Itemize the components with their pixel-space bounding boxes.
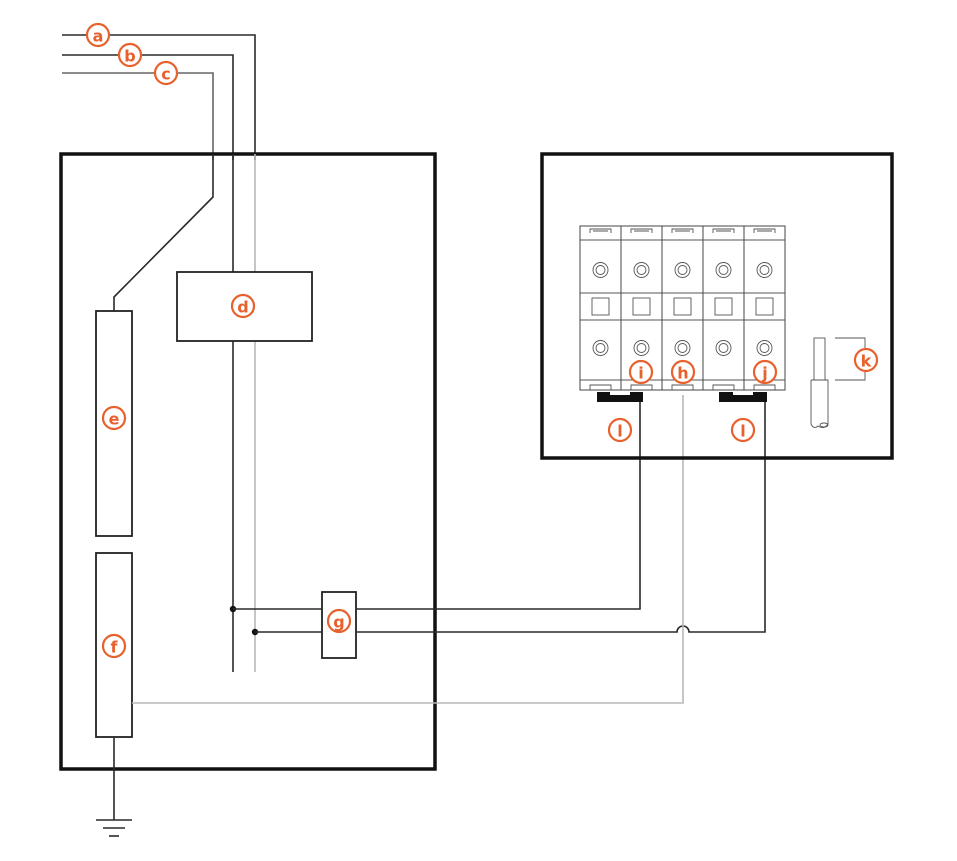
callout-label-b: b bbox=[117, 42, 143, 68]
callout-label-i: i bbox=[628, 359, 654, 385]
wire-b bbox=[62, 54, 234, 160]
labels: a b c d e f g h i j k l l bbox=[85, 22, 879, 659]
bridge-links bbox=[597, 392, 767, 402]
bridge-link-left bbox=[597, 392, 643, 402]
terminal-screw-icon bbox=[592, 340, 609, 356]
cable-sample bbox=[810, 337, 866, 429]
callout-text: f bbox=[111, 638, 119, 657]
callout-label-g: g bbox=[326, 608, 352, 634]
callout-label-l2: l bbox=[730, 417, 756, 443]
callout-text: l bbox=[617, 422, 622, 441]
earth-symbol bbox=[96, 737, 132, 837]
incoming-conductors bbox=[62, 34, 256, 160]
terminal-screw-icon bbox=[633, 340, 650, 356]
interconnect-wiring bbox=[132, 395, 766, 704]
left-panel-wiring bbox=[113, 154, 322, 672]
wire-a bbox=[62, 34, 256, 160]
terminal-screw-icon bbox=[674, 340, 691, 356]
wire-g-to-j bbox=[356, 395, 766, 633]
callout-text: d bbox=[237, 298, 248, 317]
terminal-screw-icon bbox=[756, 340, 773, 356]
callout-label-d: d bbox=[230, 293, 256, 319]
callout-text: b bbox=[124, 47, 135, 66]
bridge-link-right bbox=[719, 392, 767, 402]
callout-text: c bbox=[161, 65, 170, 84]
terminal-module bbox=[579, 225, 622, 391]
wire-c-to-e bbox=[113, 154, 214, 311]
callout-label-j: j bbox=[752, 359, 778, 385]
callout-text: a bbox=[93, 27, 104, 46]
left-enclosure bbox=[59, 152, 437, 771]
terminal-screw-icon bbox=[756, 262, 773, 278]
callout-text: i bbox=[638, 364, 643, 383]
wire-g-to-i bbox=[356, 395, 641, 610]
right-enclosure bbox=[540, 152, 894, 460]
terminal-screw-icon bbox=[592, 262, 609, 278]
callout-label-e: e bbox=[101, 405, 127, 431]
callout-text: e bbox=[109, 410, 120, 429]
callout-text: j bbox=[761, 364, 767, 383]
callout-label-f: f bbox=[101, 633, 127, 659]
callout-text: g bbox=[333, 613, 344, 632]
callout-text: h bbox=[677, 364, 688, 383]
callout-text: l bbox=[740, 422, 745, 441]
terminal-screw-icon bbox=[633, 262, 650, 278]
callout-label-a: a bbox=[85, 22, 111, 48]
callout-label-h: h bbox=[670, 359, 696, 385]
terminal-screw-icon bbox=[715, 262, 732, 278]
terminal-screw-icon bbox=[674, 262, 691, 278]
terminal-screw-icon bbox=[715, 340, 732, 356]
callout-label-k: k bbox=[853, 347, 879, 373]
callout-label-l1: l bbox=[607, 417, 633, 443]
callout-label-c: c bbox=[153, 60, 179, 86]
wire-c bbox=[62, 72, 214, 160]
terminal-module bbox=[702, 225, 745, 391]
wire-f-to-h bbox=[132, 395, 684, 704]
callout-text: k bbox=[861, 352, 872, 371]
